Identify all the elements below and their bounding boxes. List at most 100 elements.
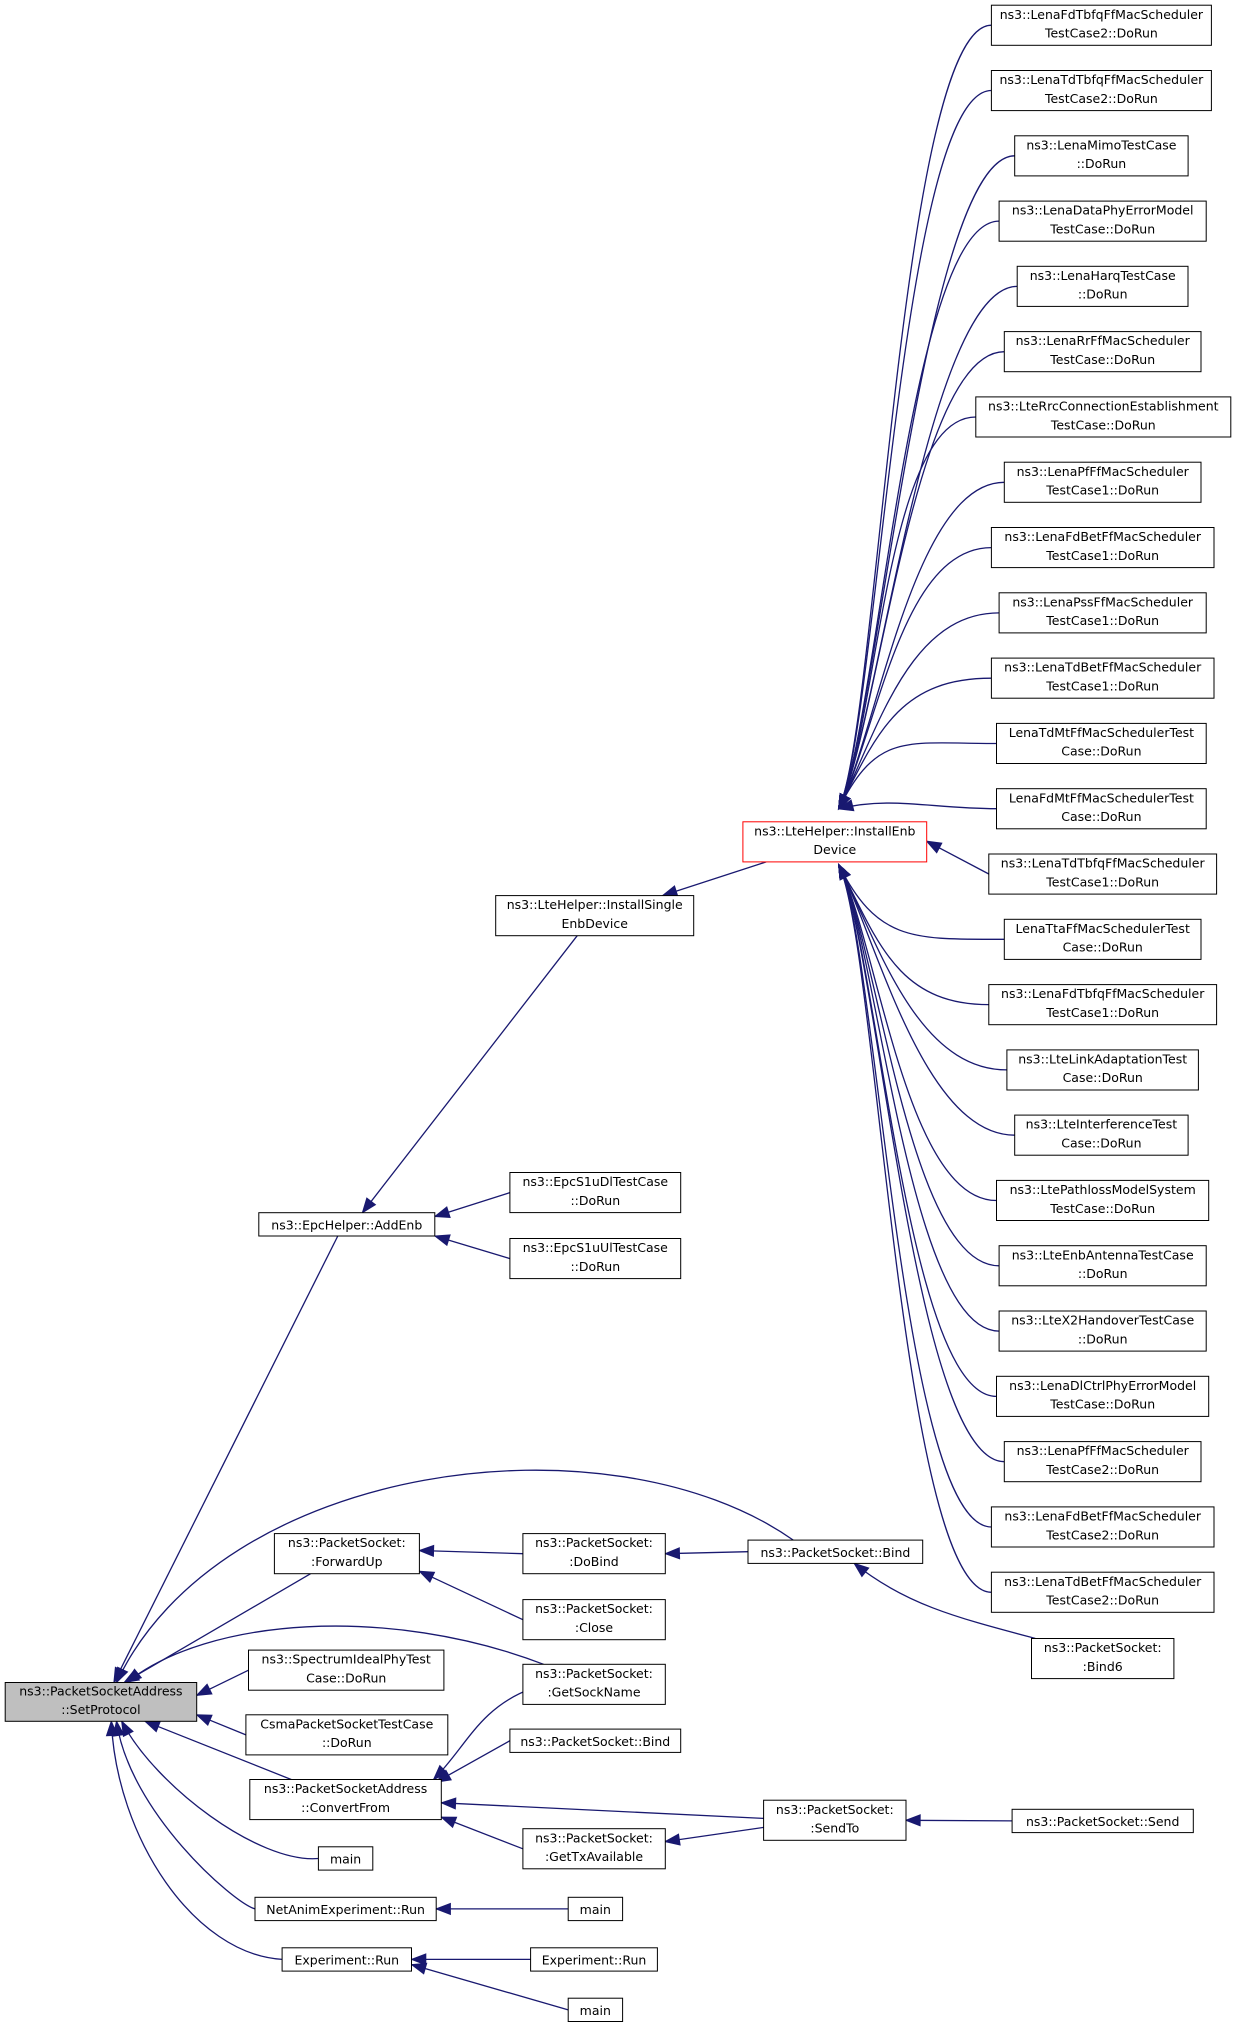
node-label: ns3::PacketSocket: — [1044, 1640, 1162, 1655]
sendto-to-gettx-edge — [665, 1826, 764, 1843]
node-t11[interactable]: ns3::LenaTdBetFfMacSchedulerTestCase1::D… — [990, 657, 1215, 699]
node-label: Experiment::Run — [294, 1953, 399, 1968]
node-t7[interactable]: ns3::LteRrcConnectionEstablishmentTestCa… — [975, 396, 1232, 438]
node-t25[interactable]: ns3::LenaTdBetFfMacSchedulerTestCase2::D… — [990, 1571, 1215, 1613]
node-label: TestCase::DoRun — [1049, 221, 1155, 236]
node-exprun2[interactable]: Experiment::Run — [530, 1947, 658, 1972]
node-label: ::SetProtocol — [61, 1702, 140, 1717]
node-t9[interactable]: ns3::LenaFdBetFfMacSchedulerTestCase1::D… — [990, 527, 1215, 569]
node-main1[interactable]: main — [317, 1846, 374, 1871]
node-t2[interactable]: ns3::LenaTdTbfqFfMacSchedulerTestCase2::… — [990, 70, 1212, 112]
node-box — [990, 527, 1215, 569]
node-box — [990, 70, 1212, 112]
node-epc-ul[interactable]: ns3::EpcS1uUlTestCase::DoRun — [509, 1238, 682, 1280]
node-label: ns3::PacketSocketAddress — [19, 1683, 182, 1698]
node-label: ns3::LenaTdTbfqFfMacScheduler — [1000, 72, 1205, 87]
node-main3[interactable]: main — [567, 1997, 624, 2022]
node-box — [988, 853, 1218, 895]
node-label: main — [330, 1852, 361, 1867]
node-getsock[interactable]: ns3::PacketSocket::GetSockName — [522, 1663, 666, 1705]
node-exprun[interactable]: Experiment::Run — [281, 1947, 412, 1972]
node-box — [281, 1947, 412, 1972]
node-label: ns3::LteEnbAntennaTestCase — [1012, 1247, 1194, 1262]
node-box — [1006, 1049, 1199, 1091]
node-psbind2[interactable]: ns3::PacketSocket::Bind — [509, 1728, 682, 1753]
main1-to-root-edge — [121, 1720, 319, 1860]
node-t22[interactable]: ns3::LenaDlCtrlPhyErrorModelTestCase::Do… — [996, 1375, 1210, 1417]
graph-edges — [105, 24, 1036, 2011]
node-label: ns3::LenaPssFfMacScheduler — [1012, 594, 1194, 609]
node-label: ::DoRun — [1078, 1266, 1128, 1281]
node-box — [1003, 331, 1202, 373]
node-label: ns3::SpectrumIdealPhyTest — [262, 1652, 431, 1667]
node-t24[interactable]: ns3::LenaFdBetFfMacSchedulerTestCase2::D… — [990, 1506, 1215, 1548]
node-fwdup[interactable]: ns3::PacketSocket::ForwardUp — [273, 1533, 420, 1575]
node-t19[interactable]: ns3::LtePathlossModelSystemTestCase::DoR… — [996, 1179, 1210, 1222]
node-netanim[interactable]: NetAnimExperiment::Run — [254, 1896, 437, 1922]
node-bind6[interactable]: ns3::PacketSocket::Bind6 — [1031, 1638, 1175, 1680]
node-label: ns3::EpcS1uUlTestCase — [523, 1240, 668, 1255]
node-t21[interactable]: ns3::LteX2HandoverTestCase::DoRun — [998, 1310, 1207, 1352]
node-close[interactable]: ns3::PacketSocket::Close — [522, 1599, 666, 1641]
node-t1[interactable]: ns3::LenaFdTbfqFfMacSchedulerTestCase2::… — [990, 4, 1212, 46]
node-t16[interactable]: ns3::LenaFdTbfqFfMacSchedulerTestCase1::… — [988, 984, 1218, 1026]
node-box — [996, 788, 1207, 830]
node-label: Case::DoRun — [1061, 1136, 1141, 1151]
node-label: ns3::PacketSocket::Bind — [520, 1734, 670, 1749]
node-label: ns3::LteLinkAdaptationTest — [1018, 1051, 1187, 1066]
node-psbind[interactable]: ns3::PacketSocket::Bind — [747, 1539, 924, 1564]
node-box — [1031, 1638, 1175, 1680]
test-25-edge — [838, 864, 992, 1593]
node-dobind[interactable]: ns3::PacketSocket::DoBind — [522, 1533, 666, 1575]
node-label: ns3::LenaRrFfMacScheduler — [1016, 333, 1191, 348]
node-t4[interactable]: ns3::LenaDataPhyErrorModelTestCase::DoRu… — [998, 200, 1207, 242]
node-t3[interactable]: ns3::LenaMimoTestCase::DoRun — [1014, 135, 1189, 177]
node-box — [1003, 1441, 1202, 1483]
node-label: ns3::LenaTdTbfqFfMacScheduler — [1001, 856, 1206, 871]
addenb-to-install-single-edge — [361, 935, 578, 1214]
node-root[interactable]: ns3::PacketSocketAddress::SetProtocol — [4, 1682, 198, 1722]
node-send[interactable]: ns3::PacketSocket::Send — [1011, 1808, 1194, 1834]
test-2-edge — [838, 89, 992, 810]
node-box — [998, 1310, 1207, 1352]
node-sendto[interactable]: ns3::PacketSocket::SendTo — [763, 1799, 907, 1841]
node-t5[interactable]: ns3::LenaHarqTestCase::DoRun — [1016, 265, 1189, 307]
node-label: :GetTxAvailable — [545, 1849, 643, 1864]
node-t20[interactable]: ns3::LteEnbAntennaTestCase::DoRun — [998, 1245, 1207, 1287]
node-t14[interactable]: ns3::LenaTdTbfqFfMacSchedulerTestCase1::… — [988, 853, 1218, 895]
node-label: ns3::LtePathlossModelSystem — [1010, 1182, 1196, 1197]
test-23-edge — [838, 864, 1005, 1463]
test-15-edge — [838, 864, 1005, 940]
node-csma[interactable]: CsmaPacketSocketTestCase::DoRun — [245, 1714, 449, 1756]
node-t10[interactable]: ns3::LenaPssFfMacSchedulerTestCase1::DoR… — [998, 592, 1207, 634]
node-epc-addenb[interactable]: ns3::EpcHelper::AddEnb — [258, 1212, 436, 1237]
main2-to-netanim-arrowhead — [434, 1902, 451, 1916]
node-convfrom[interactable]: ns3::PacketSocketAddress::ConvertFrom — [249, 1779, 442, 1821]
node-epc-dl[interactable]: ns3::EpcS1uDlTestCase::DoRun — [509, 1172, 682, 1214]
test-17-edge — [838, 864, 1007, 1071]
node-box — [988, 984, 1218, 1026]
node-box — [763, 1799, 907, 1841]
node-box — [509, 1238, 682, 1280]
node-label: ns3::EpcS1uDlTestCase — [522, 1174, 668, 1189]
node-label: ns3::PacketSocket: — [288, 1535, 406, 1550]
node-t8[interactable]: ns3::LenaPfFfMacSchedulerTestCase1::DoRu… — [1003, 461, 1202, 503]
node-gettx[interactable]: ns3::PacketSocket::GetTxAvailable — [522, 1828, 666, 1870]
test-12-edge — [838, 742, 997, 810]
node-box — [990, 4, 1212, 46]
dobind-to-fwdup-arrowhead — [417, 1544, 435, 1558]
node-box — [747, 1539, 924, 1564]
node-label: TestCase::DoRun — [1049, 1201, 1155, 1216]
node-t23[interactable]: ns3::LenaPfFfMacSchedulerTestCase2::DoRu… — [1003, 1441, 1202, 1483]
node-main2[interactable]: main — [567, 1896, 624, 1922]
